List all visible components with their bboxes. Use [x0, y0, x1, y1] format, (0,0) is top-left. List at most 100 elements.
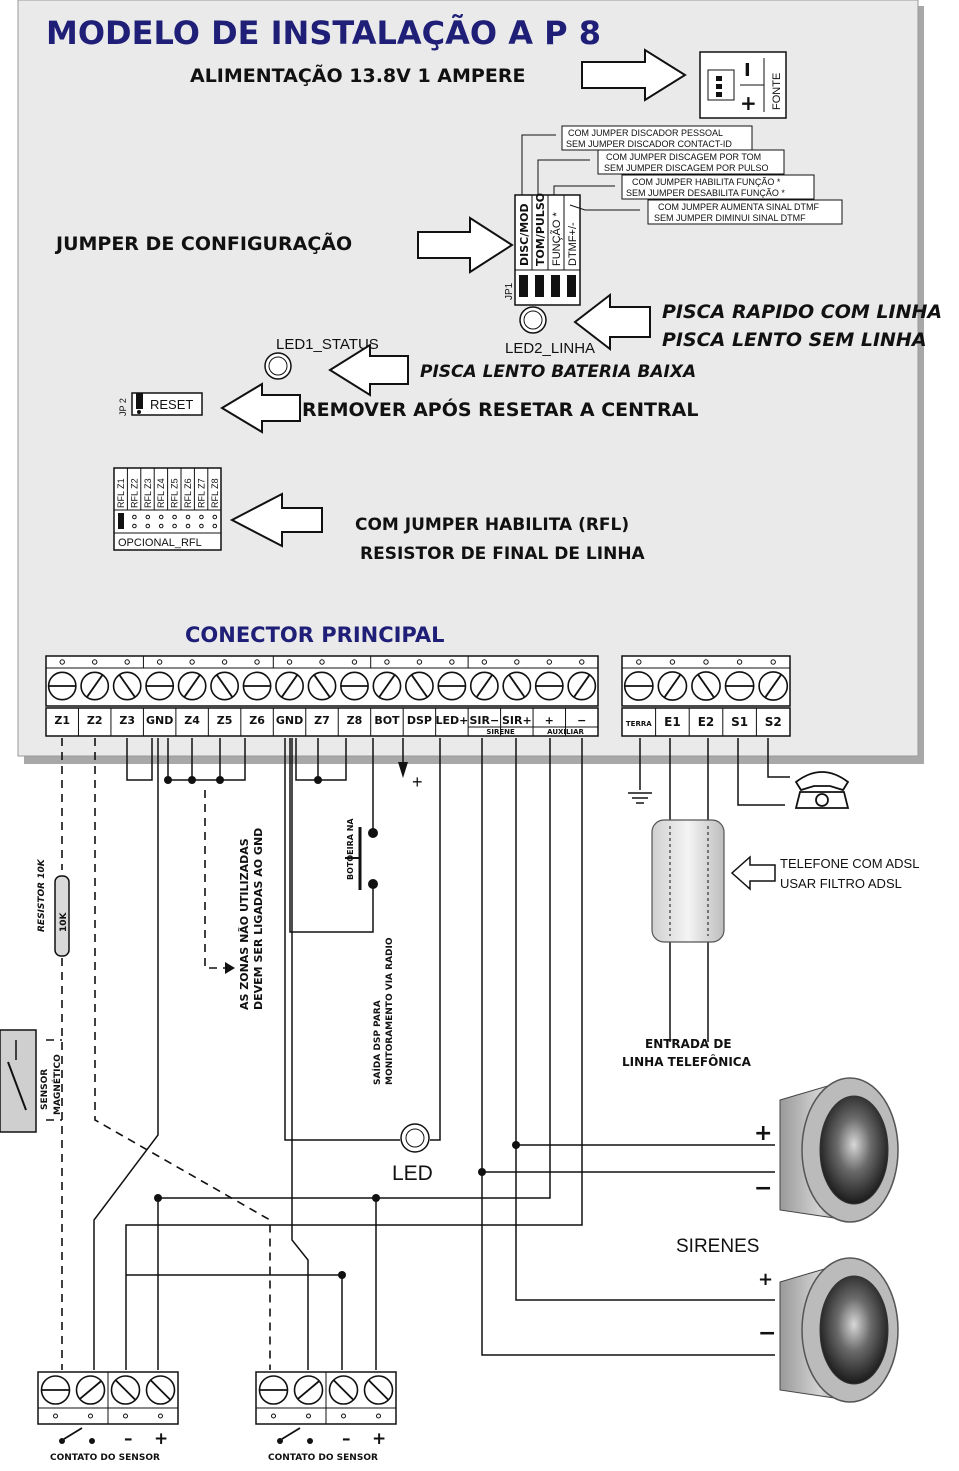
- phone-connector: TERRA E1 E2 S1 S2: [621, 655, 791, 737]
- sensor-label-2: MAGNÉTICO: [51, 1054, 63, 1115]
- ivp-sensor-1: –+CONTATO DO SENSOR(IVP): [37, 1371, 179, 1463]
- jumper-arrow: [417, 216, 514, 274]
- rfl-pin: [158, 523, 164, 529]
- phone-terminal-label-1: E1: [664, 715, 681, 729]
- terminal-hole: [546, 659, 552, 665]
- terminal-hole: [416, 659, 423, 665]
- reset-note: REMOVER APÓS RESETAR A CENTRAL: [302, 397, 698, 421]
- ivp-plus-sign: +: [372, 1429, 386, 1449]
- rfl-pin: [199, 514, 204, 520]
- magnetic-sensor: [0, 1029, 37, 1133]
- terminal-label-15: +: [545, 714, 554, 727]
- ivp-minus-sign: –: [342, 1429, 351, 1449]
- rfl-pin: [172, 523, 177, 529]
- wiring: [93, 738, 790, 1370]
- terminal-label-4: Z4: [184, 714, 200, 727]
- terminal-label-13: SIR−: [470, 714, 500, 727]
- rfl-pin: [145, 514, 151, 520]
- ivp-minus-sign: –: [124, 1429, 133, 1449]
- terminal-label-11: DSP: [407, 714, 432, 727]
- phone-terminal-label-2: E2: [698, 715, 715, 729]
- reset-arrow: [220, 382, 301, 434]
- siren2-plus: +: [758, 1269, 773, 1290]
- siren1-plus: +: [754, 1121, 772, 1146]
- botoeira-switch: [345, 827, 378, 890]
- zones-note-2: DEVEM SER LIGADAS AO GND: [252, 828, 265, 1010]
- rfl-col-1: RFL Z1: [116, 478, 126, 508]
- rfl-pin: [212, 523, 218, 529]
- phone-terminal-hole: [770, 659, 776, 665]
- rfl-note2: RESISTOR DE FINAL DE LINHA: [360, 544, 646, 564]
- terminal-hole: [481, 659, 488, 665]
- terminal-label-2: Z3: [119, 714, 135, 727]
- terminal-label-6: Z6: [249, 714, 265, 727]
- ivp-contact-label: CONTATO DO SENSOR: [268, 1453, 378, 1463]
- board: [17, 0, 919, 757]
- terminal-hole: [384, 659, 390, 665]
- terminal-hole: [254, 659, 260, 665]
- terminal-hole: [92, 659, 98, 665]
- phone-terminal-label-3: S1: [731, 715, 748, 729]
- jumper-note-1a: COM JUMPER DISCADOR PESSOAL: [568, 128, 723, 138]
- rfl-col-6: RFL Z6: [183, 478, 193, 508]
- rfl-pin: [185, 514, 191, 520]
- jumper-label: JUMPER DE CONFIGURAÇÃO: [54, 231, 352, 255]
- led1-note: PISCA LENTO BATERIA BAIXA: [420, 362, 696, 382]
- sensor-label-1: SENSOR: [40, 1069, 50, 1110]
- rfl-col-5: RFL Z5: [170, 478, 180, 508]
- telephone-icon: [794, 771, 850, 809]
- rfl-col-4: RFL Z4: [156, 478, 166, 508]
- terminal-hole: [59, 659, 65, 665]
- jumper-leaders: [521, 134, 640, 211]
- terminal-hole: [319, 659, 325, 665]
- led-output: [400, 1123, 430, 1153]
- jp2-label: JP 2: [118, 398, 128, 416]
- fonte-label: FONTE: [771, 73, 783, 110]
- rfl-arrow: [229, 492, 323, 548]
- jp1-label: JP1: [504, 282, 515, 300]
- connector-title: CONECTOR PRINCIPAL: [185, 623, 445, 647]
- rfl-pin: [199, 523, 204, 529]
- terminal-label-10: BOT: [374, 714, 400, 727]
- line-in-2: LINHA TELEFÔNICA: [622, 1054, 752, 1069]
- fonte-connector: I + FONTE: [699, 51, 787, 119]
- terminal-hole: [189, 659, 195, 665]
- siren1-minus: −: [754, 1176, 772, 1201]
- rfl-col-8: RFL Z8: [210, 478, 220, 508]
- terminal-label-8: Z7: [314, 714, 330, 727]
- phone-terminal-hole: [669, 659, 676, 665]
- ivp-sensor-2: –+CONTATO DO SENSOR(IVP): [255, 1371, 397, 1463]
- rfl-pin: [132, 523, 137, 529]
- phone-terminal-label-4: S2: [765, 715, 782, 729]
- jumper-note-2b: SEM JUMPER DISCAGEM POR PULSO: [604, 163, 769, 173]
- terminal-label-12: LED+: [435, 714, 468, 727]
- phone-terminal-hole: [636, 659, 642, 665]
- power-label: ALIMENTAÇÃO 13.8V 1 AMPERE: [190, 63, 525, 87]
- fonte-plus: +: [740, 91, 757, 115]
- terminal-hole: [351, 659, 358, 665]
- led1-label: LED1_STATUS: [276, 336, 379, 353]
- siren-1: [779, 1077, 899, 1223]
- dsp-note-2: MONITORAMENTO VIA RADIO: [385, 937, 395, 1085]
- sirens-label: SIRENES: [676, 1236, 759, 1257]
- reset-jumper: [131, 392, 203, 416]
- rfl-pin: [172, 514, 177, 520]
- rfl-pin: [158, 514, 164, 520]
- rfl-note1: COM JUMPER HABILITA (RFL): [355, 515, 629, 535]
- zones-note-1: AS ZONAS NÃO UTILIZADAS: [238, 838, 251, 1010]
- rfl-pin: [145, 523, 151, 529]
- led2-note1: PISCA RAPIDO COM LINHA: [662, 301, 942, 323]
- terminal-hole: [449, 659, 455, 665]
- jumper-notes: COM JUMPER DISCADOR PESSOAL SEM JUMPER D…: [561, 125, 843, 225]
- terminal-hole: [514, 659, 520, 665]
- terminal-label-9: Z8: [347, 714, 363, 727]
- jumper-note-1b: SEM JUMPER DISCADOR CONTACT-ID: [566, 139, 732, 149]
- phone-terminal-label-0: TERRA: [626, 720, 652, 728]
- terminal-label-5: Z5: [217, 714, 233, 727]
- rfl-col-3: RFL Z3: [143, 478, 153, 508]
- rfl-col-7: RFL Z7: [196, 478, 206, 508]
- adsl-line1: TELEFONE COM ADSL: [780, 856, 919, 871]
- jumper-note-2a: COM JUMPER DISCAGEM POR TOM: [606, 152, 761, 162]
